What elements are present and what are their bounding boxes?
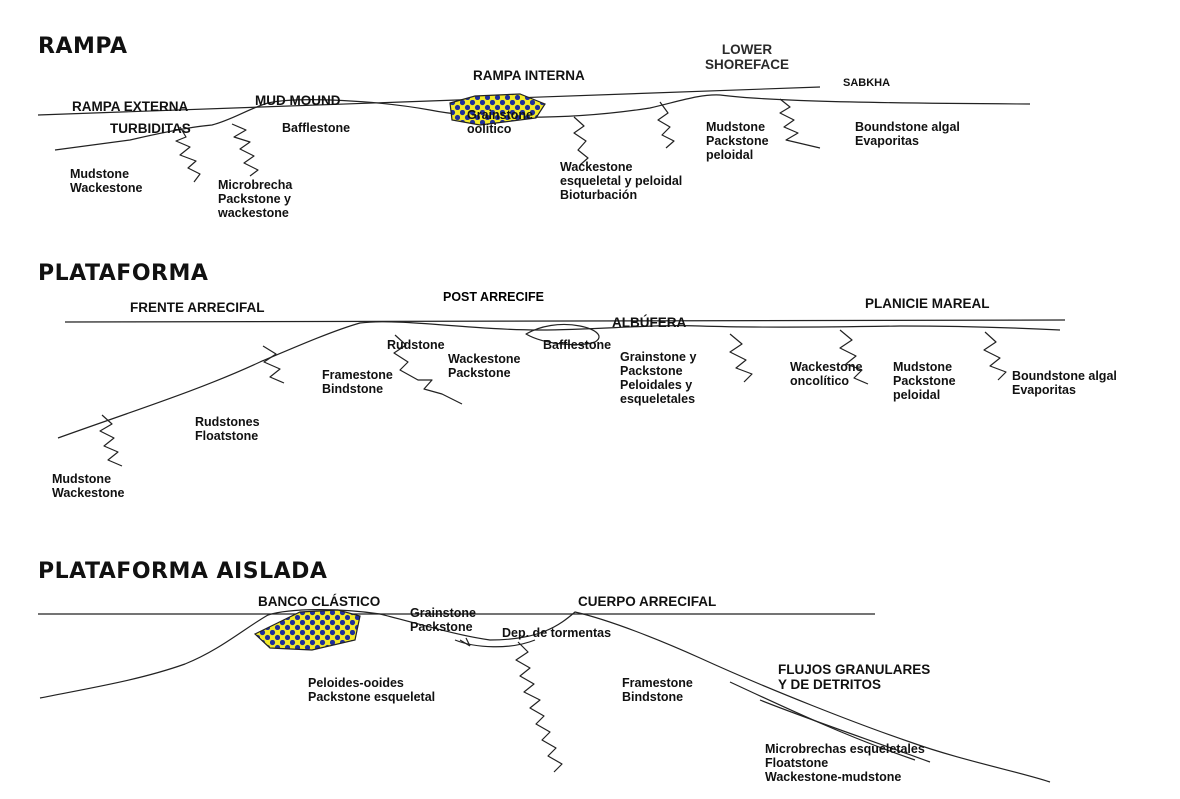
rampa-externa-label: RAMPA EXTERNA [72,99,189,114]
rampa-sea-level [37,86,821,116]
aislada-clastic-bank [253,609,361,651]
rampa-mudstone-wackestone-label: Mudstone Wackestone [70,167,143,195]
rudstones-floatstone-label: Rudstones Floatstone [195,415,260,443]
rampa-oolite-shoal [449,93,546,126]
rampa-interna-label: RAMPA INTERNA [473,68,585,83]
plataforma-mudstone-packstone-label: Mudstone Packstone peloidal [893,360,956,402]
planicie-mareal-label: PLANICIE MAREAL [865,296,990,311]
rampa-mudstone-packstone-label: Mudstone Packstone peloidal [706,120,769,162]
lower-shoreface-label: LOWER SHOREFACE [705,42,790,73]
aislada-grainstone-label: Grainstone Packstone [410,606,476,634]
aislada-debris-line-2 [759,699,931,763]
turbiditas-label: TURBIDITAS [110,121,191,136]
aislada-profile [39,609,1051,783]
plataforma-grainstone-label: Grainstone y Packstone Peloidales y esqu… [620,350,697,406]
plataforma-facies-boundary-3 [393,334,463,405]
mud-mound-label: MUD MOUND [255,93,341,108]
sabkha-label: SABKHA [843,77,891,89]
plataforma-facies-boundary-5 [839,329,869,385]
plataforma-facies-boundary-1 [99,414,123,467]
grainstone-oolitico-label: Grainstone oolítico [467,108,533,136]
wackestone-bioturbacion-label: Wackestone esqueletal y peloidal Bioturb… [560,160,683,202]
aislada-reef-boundary [515,641,563,773]
plataforma-mudstone-wackestone-label: Mudstone Wackestone [52,472,125,500]
plataforma-facies-boundary-2 [262,345,285,384]
microbrecha-label: Microbrecha Packstone y wackestone [218,178,293,220]
plataforma-wackestone-packstone-label: Wackestone Packstone [448,352,521,380]
wackestone-oncolitico-label: Wackestone oncolítico [790,360,863,388]
rampa-boundstone-label: Boundstone algal Evaporitas [855,120,960,148]
rampa-facies-boundary-3 [573,116,589,166]
albufera-label: ALBÚFERA [612,315,687,330]
plataforma-title: PLATAFORMA [38,261,209,286]
plataforma-albufera-lens [525,323,600,346]
plataforma-framestone-label: Framestone Bindstone [322,368,393,396]
plataforma-bafflestone-label: Bafflestone [543,338,612,352]
rampa-facies-boundary-4 [657,101,675,149]
banco-clastico-label: BANCO CLÁSTICO [258,594,381,609]
dep-tormentas-label: Dep. de tormentas [502,626,612,640]
aislada-storm-arrow [459,637,471,647]
post-arrecife-label: POST ARRECIFE [443,290,544,304]
aislada-title: PLATAFORMA AISLADA [38,559,328,584]
plataforma-sea-level [64,319,1066,323]
flujos-granulares-label: FLUJOS GRANULARES Y DE DETRITOS [778,662,931,693]
plataforma-facies-boundary-6 [983,331,1007,381]
aislada-storm-deposit [454,639,536,648]
rampa-bafflestone-label: Bafflestone [282,121,351,135]
plataforma-boundstone-label: Boundstone algal Evaporitas [1012,369,1117,397]
microbrechas-label: Microbrechas esqueletales Floatstone Wac… [765,742,925,784]
plataforma-facies-boundary-4 [729,333,753,383]
rampa-facies-boundary-1 [175,126,201,183]
plataforma-profile [57,321,1061,439]
cuerpo-arrecifal-label: CUERPO ARRECIFAL [578,594,717,609]
rampa-facies-boundary-5 [779,98,821,149]
peloides-ooides-label: Peloides-ooides Packstone esqueletal [308,676,436,704]
frente-arrecifal-label: FRENTE ARRECIFAL [130,300,265,315]
rampa-facies-boundary-2 [231,123,259,177]
aislada-framestone-label: Framestone Bindstone [622,676,693,704]
rampa-title: RAMPA [38,34,128,59]
plataforma-rudstone-label: Rudstone [387,338,445,352]
